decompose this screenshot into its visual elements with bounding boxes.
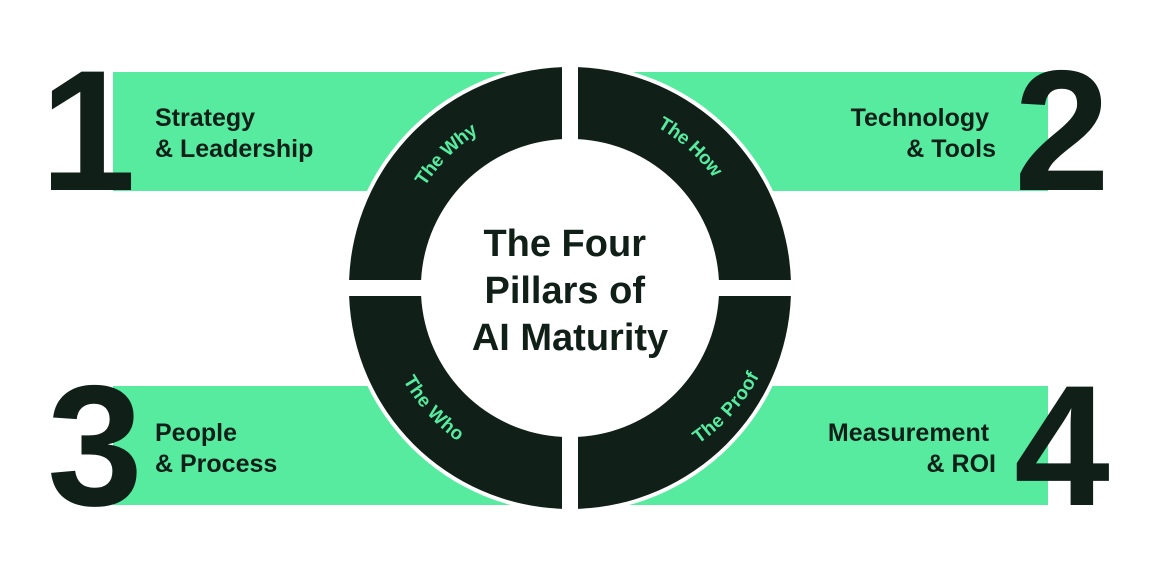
- ring-segment-who: [349, 296, 562, 509]
- pillar-3-title: People & Process: [155, 419, 277, 478]
- pillar-4-title: Measurement & ROI: [828, 419, 996, 478]
- pillar-2-title: Technology & Tools: [851, 104, 996, 163]
- ring-segment-why: [349, 67, 562, 280]
- ring-segment-how: [578, 67, 791, 280]
- pillar-1-number: 1: [40, 35, 136, 227]
- pillar-3-number: 3: [47, 350, 143, 542]
- pillar-1-title: Strategy & Leadership: [155, 104, 313, 163]
- pillar-4-number: 4: [1014, 350, 1110, 542]
- ring-segment-proof: [578, 296, 791, 509]
- center-title: The Four Pillars of AI Maturity: [472, 223, 668, 359]
- pillar-2-number: 2: [1014, 35, 1110, 227]
